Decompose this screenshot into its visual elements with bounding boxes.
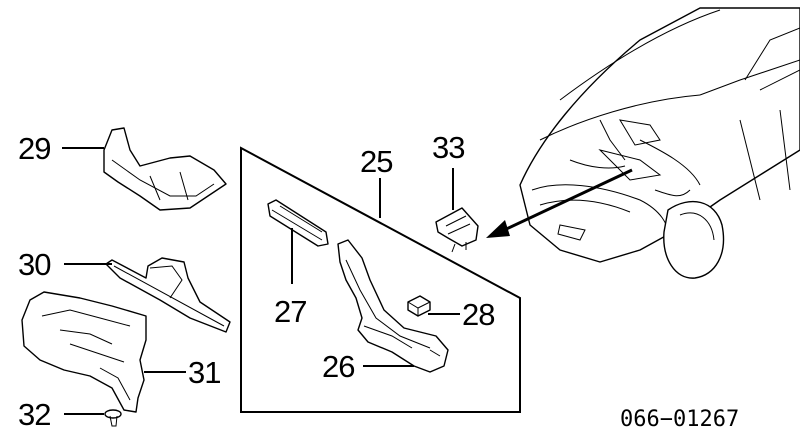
callout-31: 31: [188, 355, 220, 390]
callout-25: 25: [360, 144, 392, 179]
vehicle-front-illustration: [519, 7, 800, 279]
part-33-drawing: [435, 207, 479, 253]
part-28-drawing: [407, 295, 431, 317]
leader-lines: [62, 147, 460, 415]
part-26-drawing: [337, 239, 449, 373]
part-27-drawing: [267, 199, 329, 247]
callout-29: 29: [18, 131, 50, 166]
part-32-drawing: [104, 409, 122, 427]
callout-33: 33: [432, 130, 464, 165]
callout-26: 26: [322, 349, 354, 384]
callout-28: 28: [462, 297, 494, 332]
callout-27: 27: [274, 294, 306, 329]
diagram-code: 066−01267: [620, 407, 739, 432]
part-31-drawing: [21, 291, 147, 413]
location-arrow: [486, 168, 633, 238]
callout-30: 30: [18, 247, 51, 282]
part-29-drawing: [103, 127, 227, 211]
detail-inset-frame: [240, 146, 521, 413]
callout-32: 32: [18, 397, 50, 432]
part-30-drawing: [105, 257, 231, 333]
